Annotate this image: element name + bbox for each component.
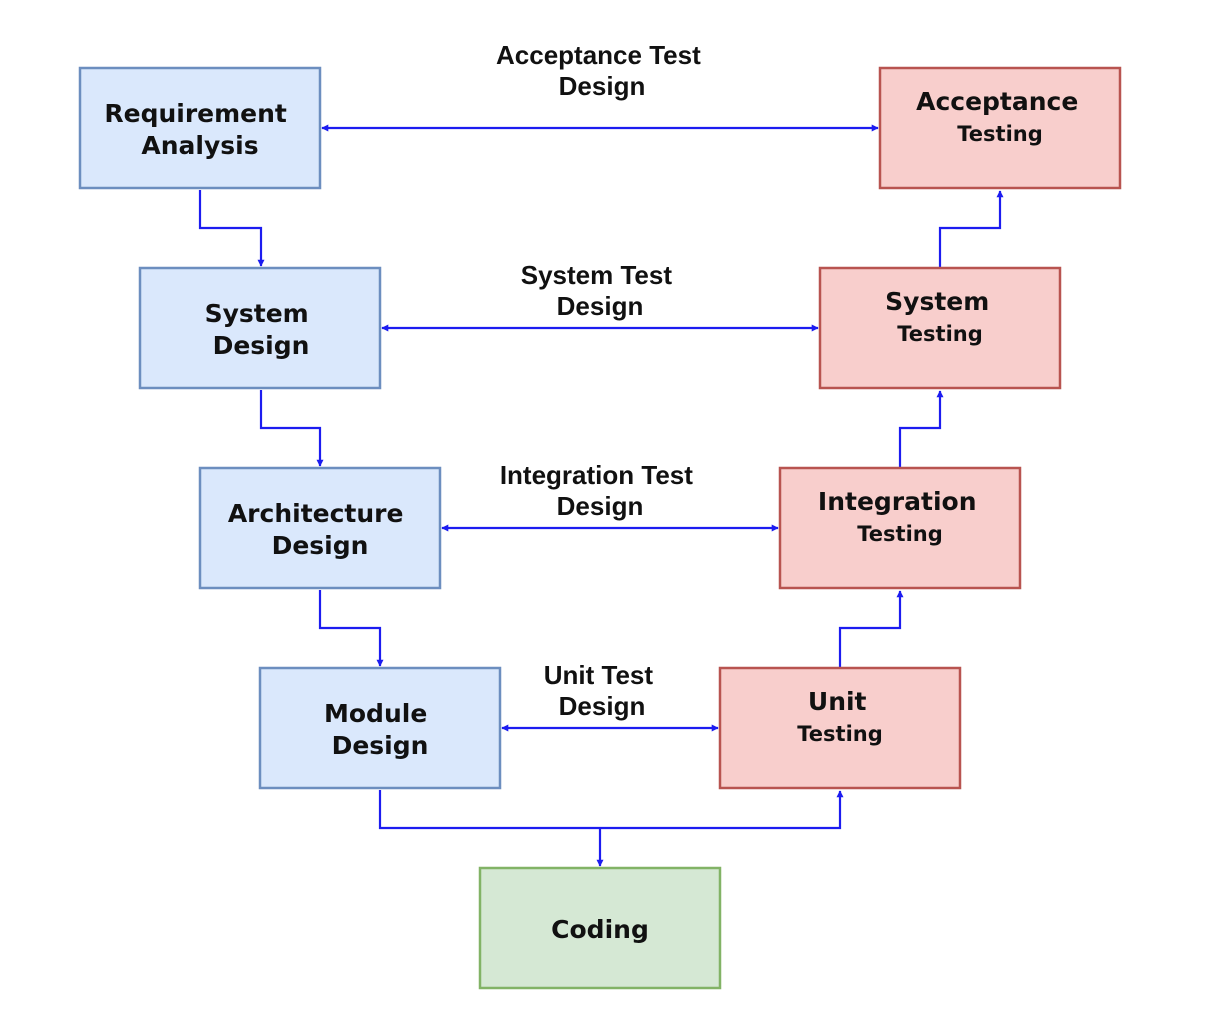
edge-integration-to-system-testing <box>898 390 944 468</box>
node-system-design: System Design <box>138 266 382 390</box>
node-acceptance-testing: Acceptance Testing <box>878 66 1122 190</box>
edge-system-to-acceptance-testing <box>938 190 1004 268</box>
svg-text:Coding: Coding <box>551 915 649 944</box>
edge-architecture-to-module-design <box>318 590 384 667</box>
svg-text:Requirement Analysis: Requirement Analysis <box>104 99 295 160</box>
svg-text:System Design: System Design <box>205 299 318 360</box>
node-module-design: Module Design <box>258 666 502 790</box>
svg-text:Integration Testing: Integration Testing <box>818 487 982 546</box>
edge-unit-to-integration-testing <box>838 590 904 668</box>
label-integration-test-design: Integration Test Design <box>500 460 700 521</box>
svg-text:Module Design: Module Design <box>324 699 436 760</box>
node-unit-testing: Unit Testing <box>718 666 962 790</box>
label-unit-test-design: Unit Test Design <box>544 660 661 721</box>
label-acceptance-test-design: Acceptance Test Design <box>496 40 708 101</box>
node-architecture-design: Architecture Design <box>198 466 442 590</box>
node-integration-testing: Integration Testing <box>778 466 1022 590</box>
edge-system-to-architecture-design <box>259 390 324 467</box>
edge-requirement-to-system-design <box>198 190 265 267</box>
node-coding: Coding <box>478 866 722 990</box>
svg-text:Acceptance Testing: Acceptance Testing <box>916 87 1084 146</box>
node-system-testing: System Testing <box>818 266 1062 390</box>
edge-module-design-to-unit-testing <box>378 790 844 830</box>
label-system-test-design: System Test Design <box>521 260 680 321</box>
node-requirement-analysis: Requirement Analysis <box>78 66 322 190</box>
svg-text:Architecture Design: Architecture Design <box>228 499 412 560</box>
svg-text:Unit Testing: Unit Testing <box>797 687 883 746</box>
svg-text:System Testing: System Testing <box>885 287 995 346</box>
